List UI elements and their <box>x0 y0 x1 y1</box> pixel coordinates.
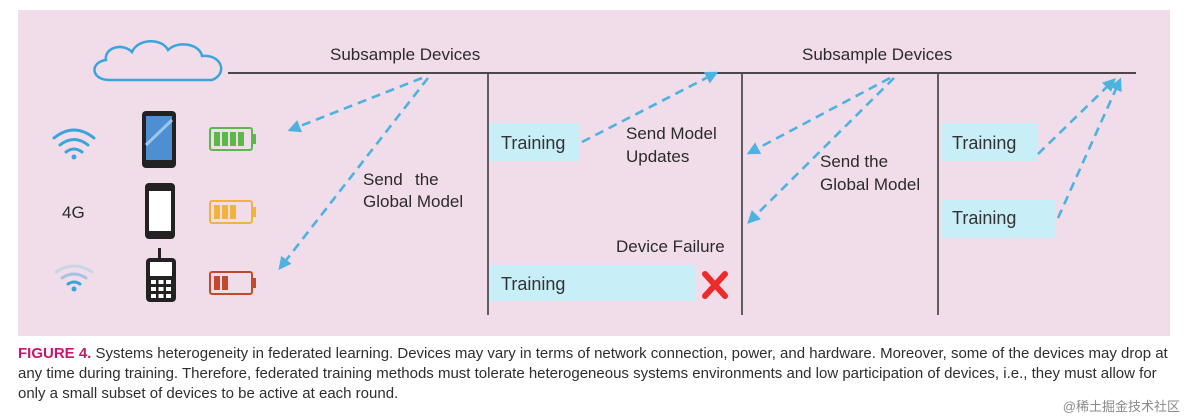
phone-outline-icon <box>145 183 175 239</box>
training-box: Training <box>942 123 1038 161</box>
cloud-icon <box>93 40 223 82</box>
send-global-label-4: Send the <box>820 152 888 171</box>
send-global-label-5: Global Model <box>820 175 920 194</box>
svg-text:Training: Training <box>501 133 565 153</box>
svg-text:Training: Training <box>952 133 1016 153</box>
figure-caption: FIGURE 4. Systems heterogeneity in feder… <box>18 344 1178 404</box>
network-4g-label: 4G <box>62 203 85 222</box>
svg-text:Training: Training <box>952 208 1016 228</box>
feature-phone-icon <box>146 248 176 302</box>
caption-text: Systems heterogeneity in federated learn… <box>18 345 1168 402</box>
device-failure-label: Device Failure <box>616 237 725 256</box>
arrow-send-updates <box>581 71 719 144</box>
training-box: Training <box>942 200 1056 238</box>
battery-low-icon <box>209 271 256 295</box>
arrow-send-updates <box>1037 78 1116 155</box>
arrow-send-updates <box>1056 77 1122 219</box>
send-updates-label-2: Updates <box>626 147 689 166</box>
battery-full-icon <box>209 127 256 151</box>
arrow-send-global <box>287 76 423 133</box>
send-global-label-2: the <box>415 170 439 189</box>
training-box: Training <box>490 123 580 161</box>
training-box: Training <box>490 265 696 301</box>
send-global-label-3: Global Model <box>363 192 463 211</box>
figure-label: FIGURE 4. <box>18 345 92 362</box>
send-global-label-1: Send <box>363 170 403 189</box>
arrow-send-global <box>747 77 895 224</box>
failure-x-icon <box>702 271 728 299</box>
svg-text:Training: Training <box>501 274 565 294</box>
battery-medium-icon <box>209 200 256 224</box>
send-updates-label-1: Send Model <box>626 124 717 143</box>
watermark: @稀土掘金技术社区 <box>1060 396 1182 415</box>
weak-signal-icon <box>54 264 94 292</box>
smartphone-icon <box>142 111 176 168</box>
arrow-send-global <box>746 76 891 155</box>
subsample-label-1: Subsample Devices <box>330 45 480 64</box>
arrow-send-global <box>278 77 430 271</box>
diagram-panel: Subsample Devices Subsample Devices Send… <box>18 10 1170 336</box>
federated-learning-diagram: Subsample Devices Subsample Devices Send… <box>52 40 1136 315</box>
subsample-label-2: Subsample Devices <box>802 45 952 64</box>
wifi-icon <box>52 128 96 160</box>
